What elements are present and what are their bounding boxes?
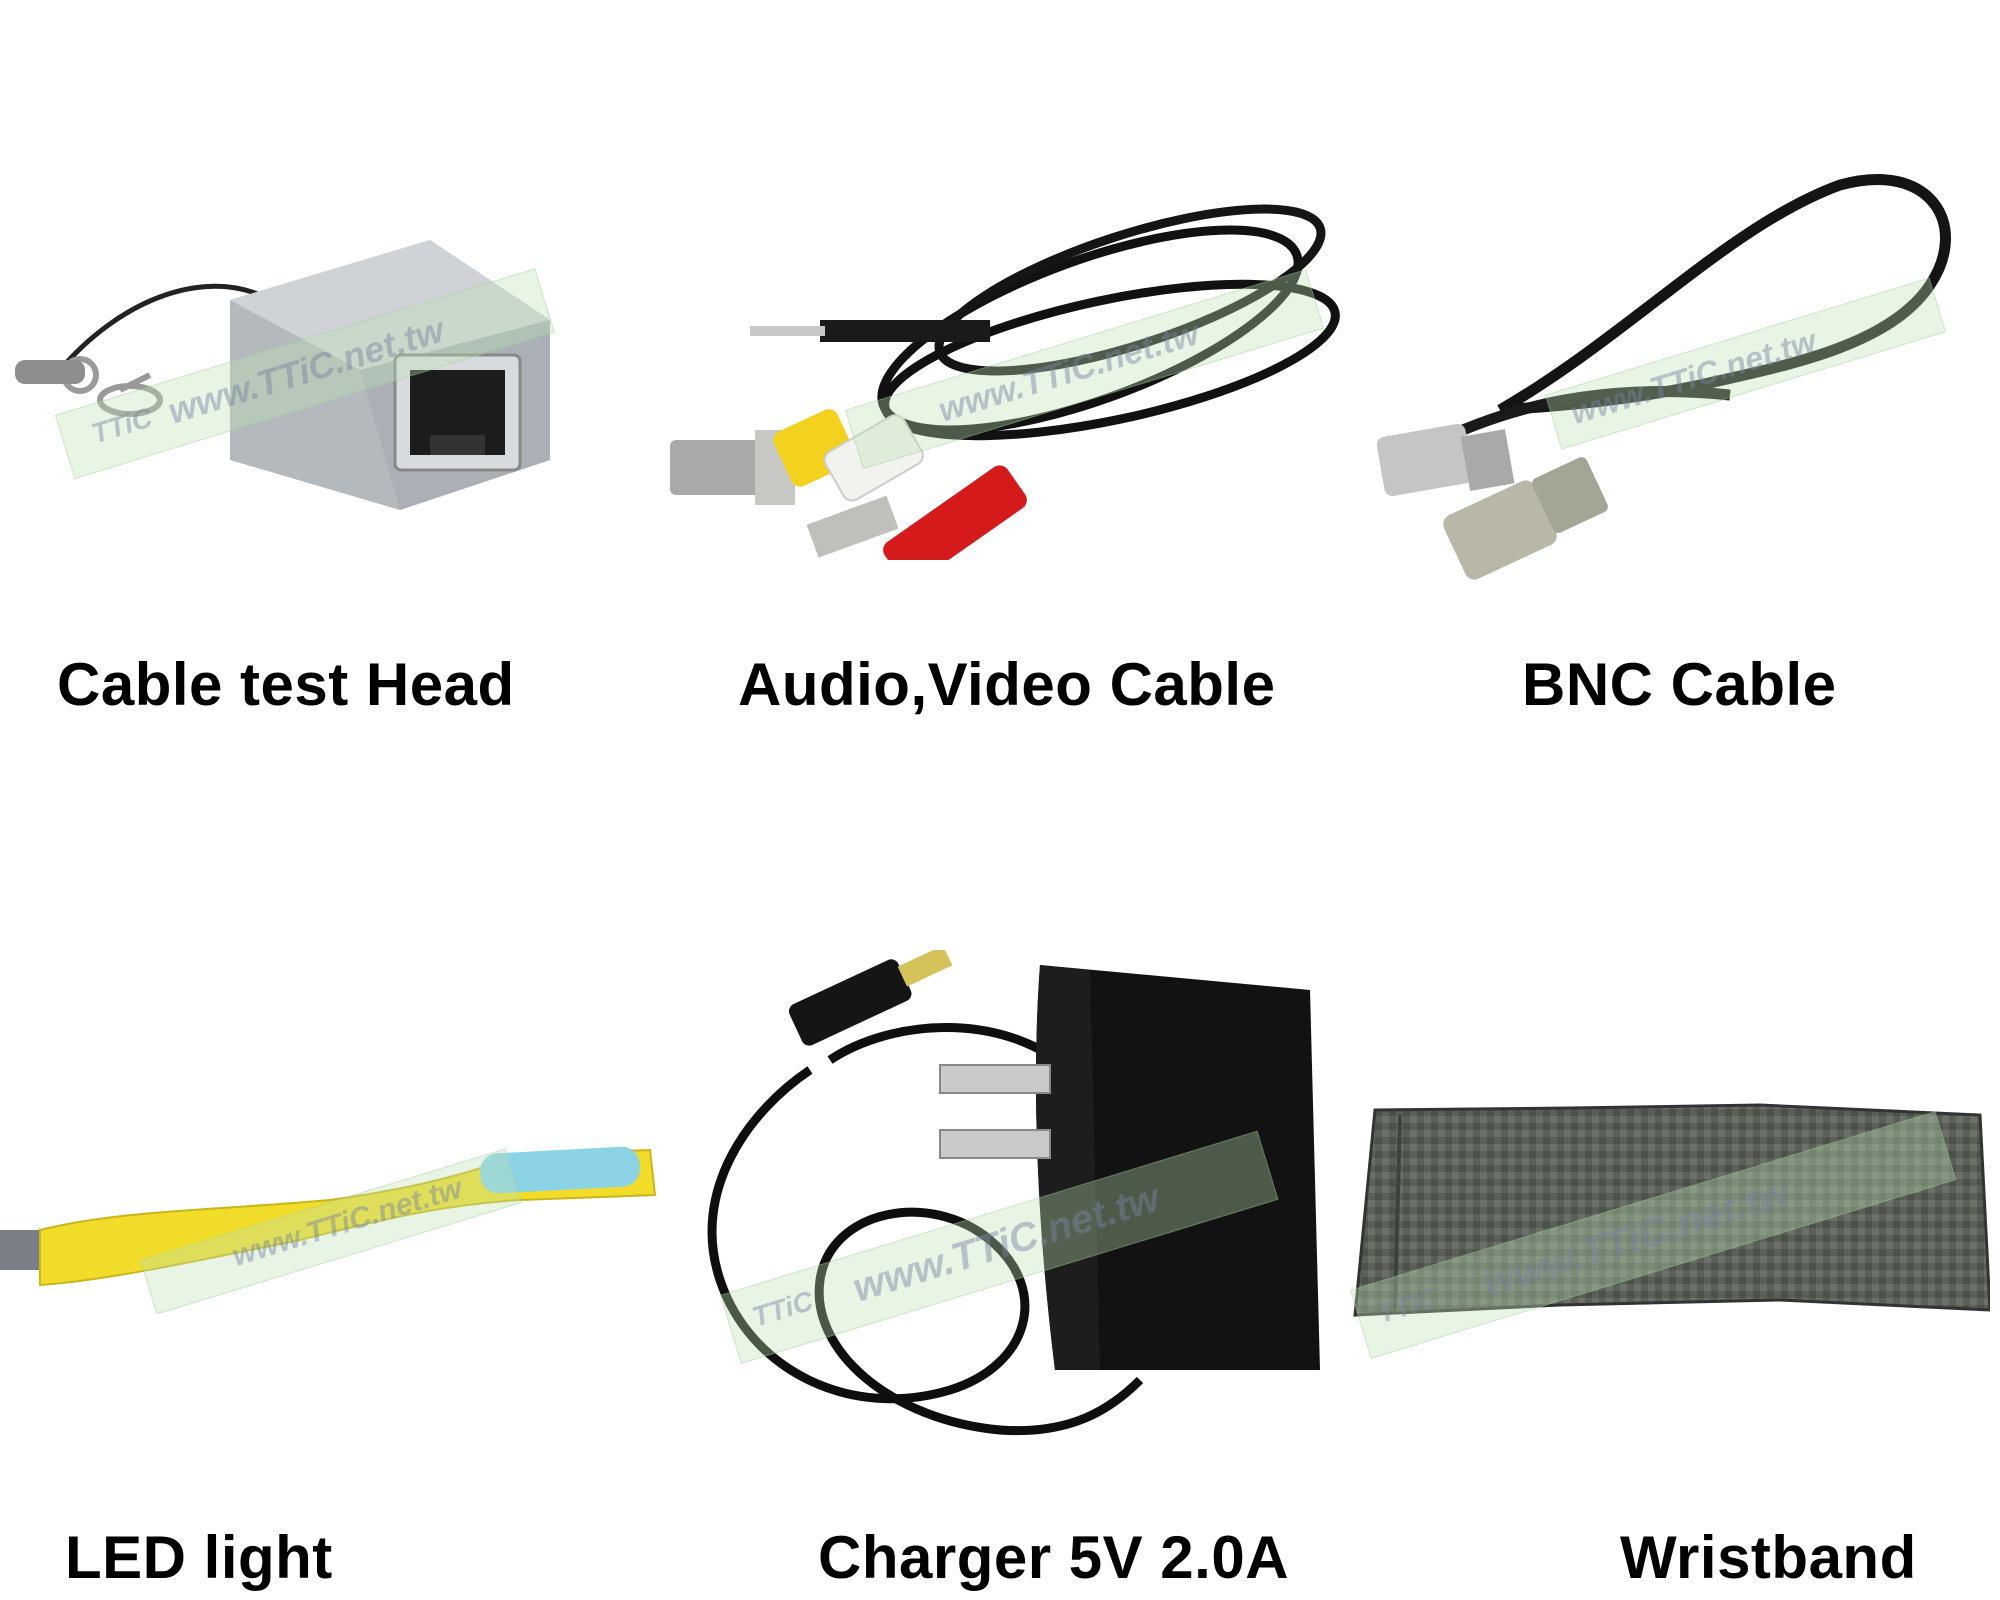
product-bnc-cable: www.TTiC.net.tw — [1370, 165, 1990, 585]
wristband-icon — [1353, 1103, 1990, 1317]
caption-charger: Charger 5V 2.0A — [818, 1524, 1290, 1591]
led-light-icon — [0, 1146, 657, 1287]
product-led-light: www.TTiC.net.tw — [0, 1090, 680, 1350]
charger-icon — [707, 950, 1320, 1436]
product-cable-test-head: TTiC www.TTiC.net.tw — [0, 200, 600, 540]
cable-tester-icon — [15, 240, 550, 510]
product-charger: TTiC www.TTiC.net.tw — [670, 950, 1330, 1490]
av-cable-icon — [670, 204, 1340, 560]
caption-audio-video-cable: Audio,Video Cable — [738, 651, 1276, 718]
bnc-cable-icon — [1376, 174, 1951, 580]
product-wristband: TTiC www.TTiC.net.tw — [1340, 1060, 1990, 1360]
product-audio-video-cable: www.TTiC.net.tw — [660, 180, 1340, 560]
caption-led-light: LED light — [65, 1524, 333, 1591]
caption-cable-test-head: Cable test Head — [57, 651, 515, 718]
caption-bnc-cable: BNC Cable — [1522, 651, 1837, 718]
caption-wristband: Wristband — [1620, 1524, 1917, 1591]
